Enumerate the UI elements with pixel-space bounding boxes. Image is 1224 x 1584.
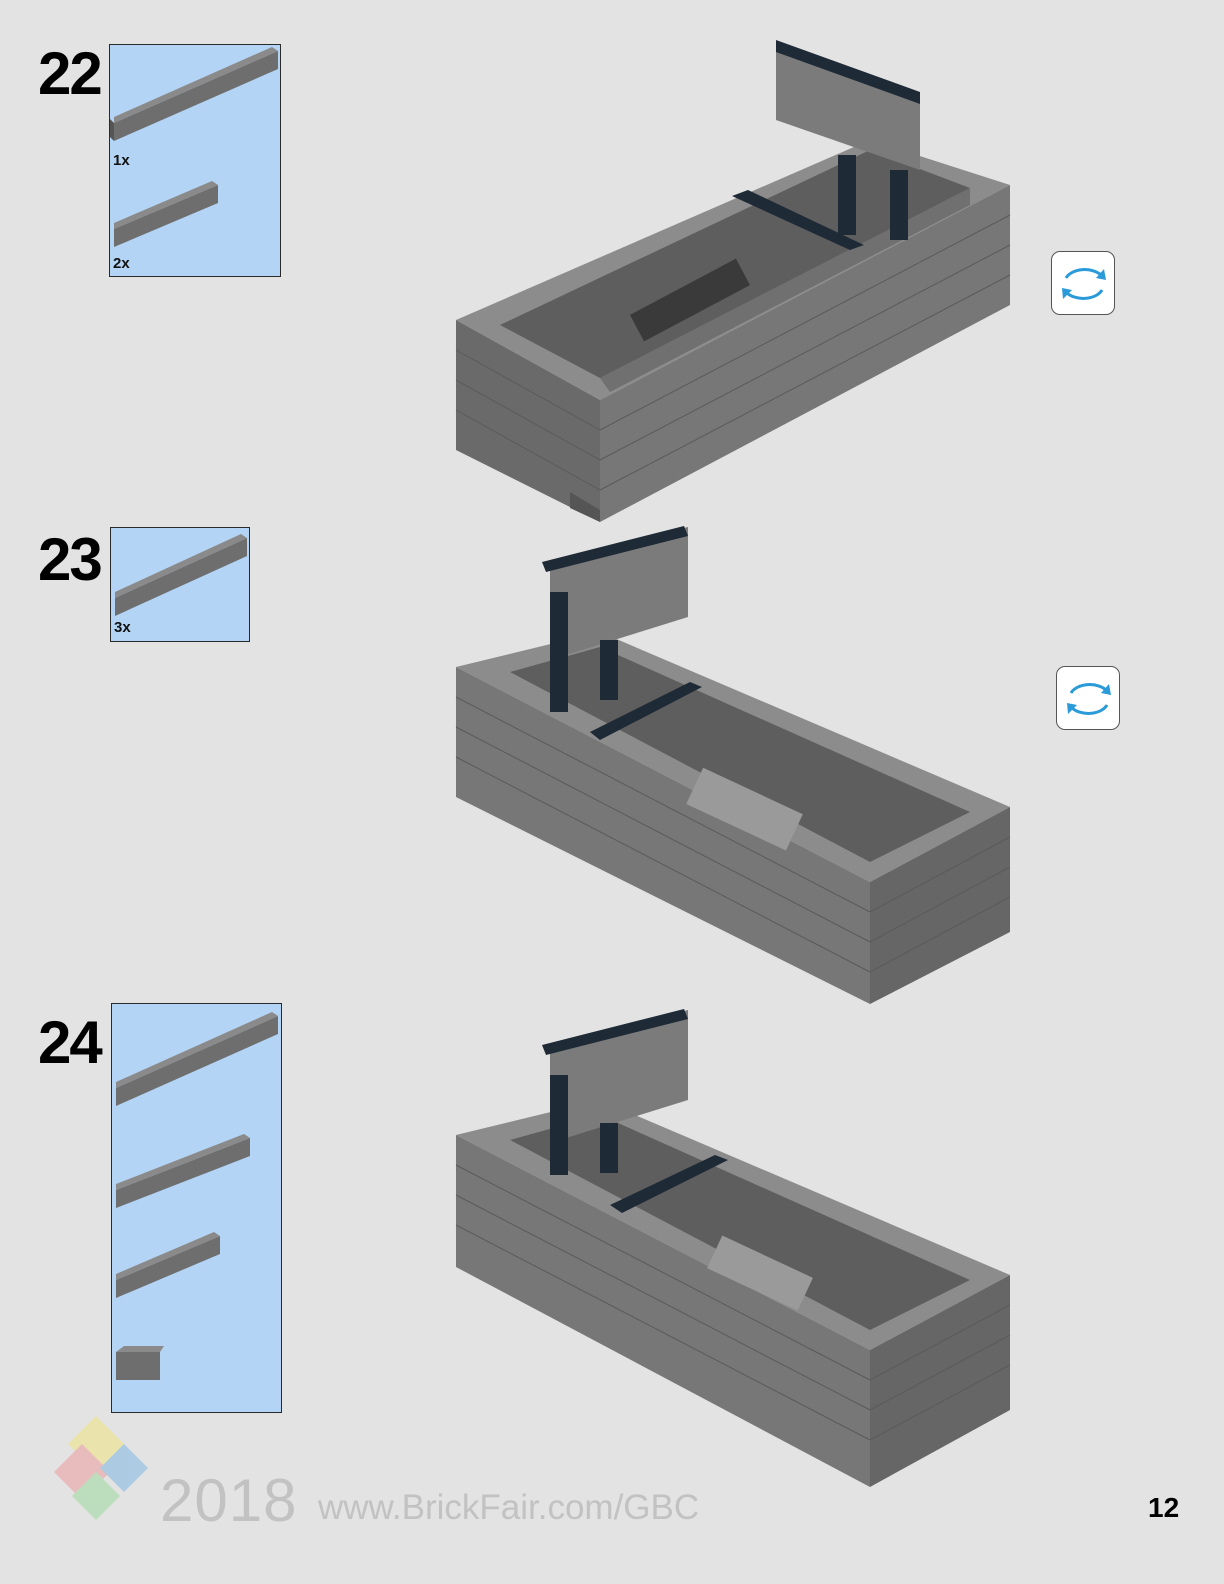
rotate-model-icon [1051,251,1115,315]
brick-1x10-icon [112,1004,282,1114]
assembly-step-22-illustration [450,40,1020,530]
page-number: 12 [1148,1492,1179,1524]
step-number: 23 [38,530,101,590]
step-number: 24 [38,1013,101,1073]
brick-1x2-icon [112,1342,172,1392]
parts-list-panel: 1x 2x [109,44,281,277]
brick-1x8-icon [112,1130,252,1220]
brick-1x6-icon [112,1226,232,1306]
assembly-step-24-illustration [450,1005,1020,1495]
brickfair-logo [52,1412,152,1524]
part-quantity: 3x [114,619,131,636]
step-number: 22 [38,44,101,104]
brick-1x6-icon [110,177,230,257]
footer-url[interactable]: www.BrickFair.com/GBC [318,1488,699,1528]
part-quantity: 1x [113,152,130,169]
assembly-step-23-illustration [450,522,1020,1012]
footer-year: 2018 [160,1466,297,1535]
rotate-model-icon [1056,666,1120,730]
parts-list-panel [111,1003,282,1413]
parts-list-panel: 3x [110,527,250,642]
brick-1x8-icon [111,528,251,620]
part-quantity: 2x [113,255,130,272]
brick-1x10-icon [110,45,280,155]
